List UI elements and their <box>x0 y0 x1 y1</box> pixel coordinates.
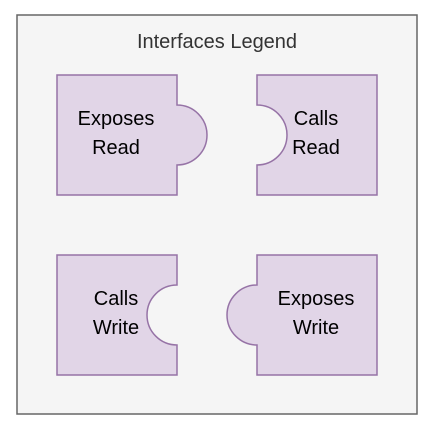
piece-exposes-read: Exposes Read <box>56 74 208 196</box>
piece-exposes-write: Exposes Write <box>226 254 378 376</box>
exposes-read-label-line-2: Read <box>92 137 140 159</box>
calls-read-label-line-1: Calls <box>294 108 338 130</box>
piece-calls-write: Calls Write <box>56 254 178 376</box>
piece-calls-read: Calls Read <box>256 74 378 196</box>
exposes-write-label-line-2: Write <box>293 317 339 339</box>
exposes-write-shape <box>226 254 378 376</box>
legend-title: Interfaces Legend <box>137 31 297 53</box>
exposes-read-label-line-1: Exposes <box>78 108 155 130</box>
calls-read-shape <box>256 74 378 196</box>
exposes-read-shape <box>56 74 208 196</box>
calls-read-label-line-2: Read <box>292 137 340 159</box>
exposes-write-label-line-1: Exposes <box>278 288 355 310</box>
calls-write-label-line-1: Calls <box>94 288 138 310</box>
calls-write-shape <box>56 254 178 376</box>
calls-write-label-line-2: Write <box>93 317 139 339</box>
